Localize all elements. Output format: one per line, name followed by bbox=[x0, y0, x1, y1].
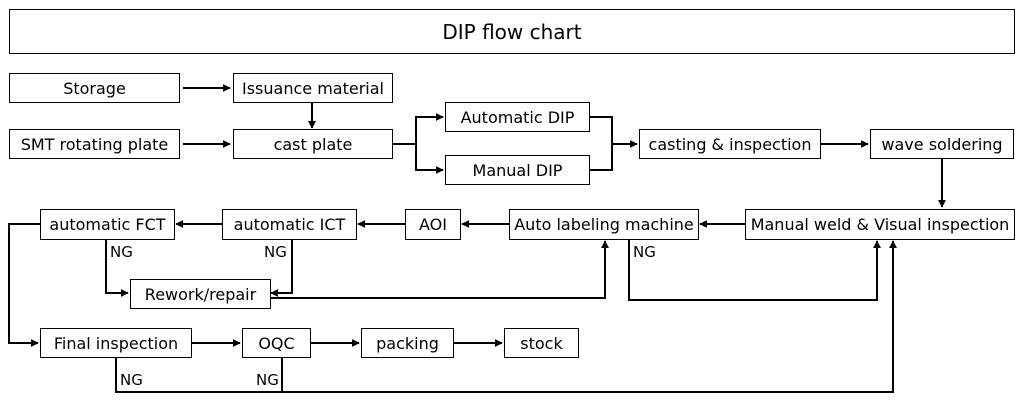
node-manual-dip: Manual DIP bbox=[445, 155, 590, 185]
arrow-fct-ng-rework bbox=[105, 240, 129, 297]
arrow-ict-ng-rework bbox=[270, 240, 293, 297]
node-oqc: OQC bbox=[242, 328, 311, 358]
arrow-rework-autolabel bbox=[271, 240, 609, 299]
node-automatic-dip: Automatic DIP bbox=[445, 102, 590, 132]
ng-label-autolabel: NG bbox=[633, 243, 656, 261]
node-smt-rotating-plate: SMT rotating plate bbox=[9, 129, 180, 159]
ng-label-oqc: NG bbox=[256, 371, 279, 389]
node-issuance-material: Issuance material bbox=[233, 73, 393, 103]
arrow-final-oqc-ng-manualweld bbox=[115, 240, 897, 393]
node-aoi: AOI bbox=[405, 209, 461, 240]
ng-label-ict: NG bbox=[264, 243, 287, 261]
node-automatic-fct: automatic FCT bbox=[40, 209, 175, 240]
arrow-fct-finalinspection bbox=[8, 223, 40, 347]
node-final-inspection: Final inspection bbox=[40, 328, 192, 358]
node-packing: packing bbox=[361, 328, 454, 358]
node-automatic-ict: automatic ICT bbox=[222, 209, 357, 240]
arrow-autolabel-ng-manualweld bbox=[628, 240, 881, 301]
ng-label-final: NG bbox=[120, 371, 143, 389]
node-storage: Storage bbox=[9, 73, 180, 103]
node-auto-labeling-machine: Auto labeling machine bbox=[509, 209, 699, 240]
node-rework-repair: Rework/repair bbox=[130, 279, 271, 309]
node-cast-plate: cast plate bbox=[233, 129, 393, 159]
node-manual-weld-visual-inspection: Manual weld & Visual inspection bbox=[745, 209, 1015, 240]
node-casting-inspection: casting & inspection bbox=[639, 129, 821, 159]
ng-label-fct: NG bbox=[110, 243, 133, 261]
arrow-manualdip-merge bbox=[590, 144, 613, 171]
node-wave-soldering: wave soldering bbox=[870, 129, 1014, 159]
arrow-castplate-manualdip bbox=[415, 144, 444, 174]
node-stock: stock bbox=[504, 328, 579, 358]
arrow-autodip-merge bbox=[590, 116, 613, 144]
diagram-title: DIP flow chart bbox=[9, 9, 1015, 54]
arrow-castplate-autodip bbox=[393, 113, 444, 145]
